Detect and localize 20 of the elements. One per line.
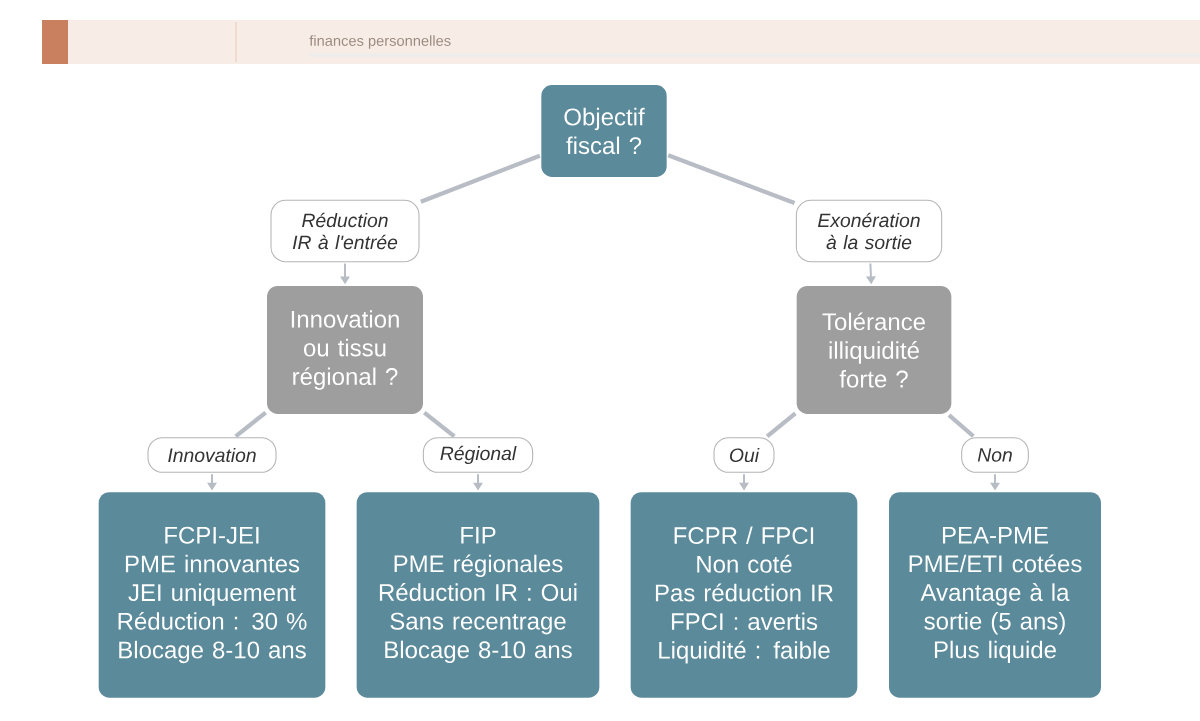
result-box: FCPI-JEI PME innovantes JEI uniquement Réduction : 30 % Blocage 8-10 ans bbox=[98, 492, 326, 698]
choice-pill: Innovation bbox=[147, 437, 277, 473]
choice-pill: Oui bbox=[713, 437, 775, 473]
choice-pill: Réduction IR à l'entrée bbox=[270, 199, 420, 263]
connector-line bbox=[947, 413, 975, 438]
result-box: Objectif fiscal ? bbox=[541, 85, 667, 177]
choice-pill: Exonération à la sortie bbox=[795, 199, 943, 263]
decision-box: Tolérance illiquidité forte ? bbox=[796, 286, 952, 414]
choice-pill: Régional bbox=[422, 437, 534, 473]
result-box: FCPR / FPCI Non coté Pas réduction IR FPCI : avertis Liquidité : faible bbox=[630, 492, 858, 698]
connector-line bbox=[667, 153, 796, 205]
choice-pill: Non bbox=[961, 437, 1029, 473]
connector-line bbox=[423, 410, 456, 438]
connector-line bbox=[234, 410, 268, 438]
tagline: finances personnelles bbox=[309, 35, 451, 49]
connector-line bbox=[420, 153, 541, 204]
connector-line bbox=[765, 411, 797, 438]
result-box: PEA-PME PME/ETI cotées Avantage à la sortie (5 ans) Plus liquide bbox=[889, 492, 1101, 698]
decision-box: Innovation ou tissu régional ? bbox=[267, 286, 423, 414]
result-box: FIP PME régionales Réduction IR : Oui Sans recentrage Blocage 8-10 ans bbox=[356, 492, 600, 698]
